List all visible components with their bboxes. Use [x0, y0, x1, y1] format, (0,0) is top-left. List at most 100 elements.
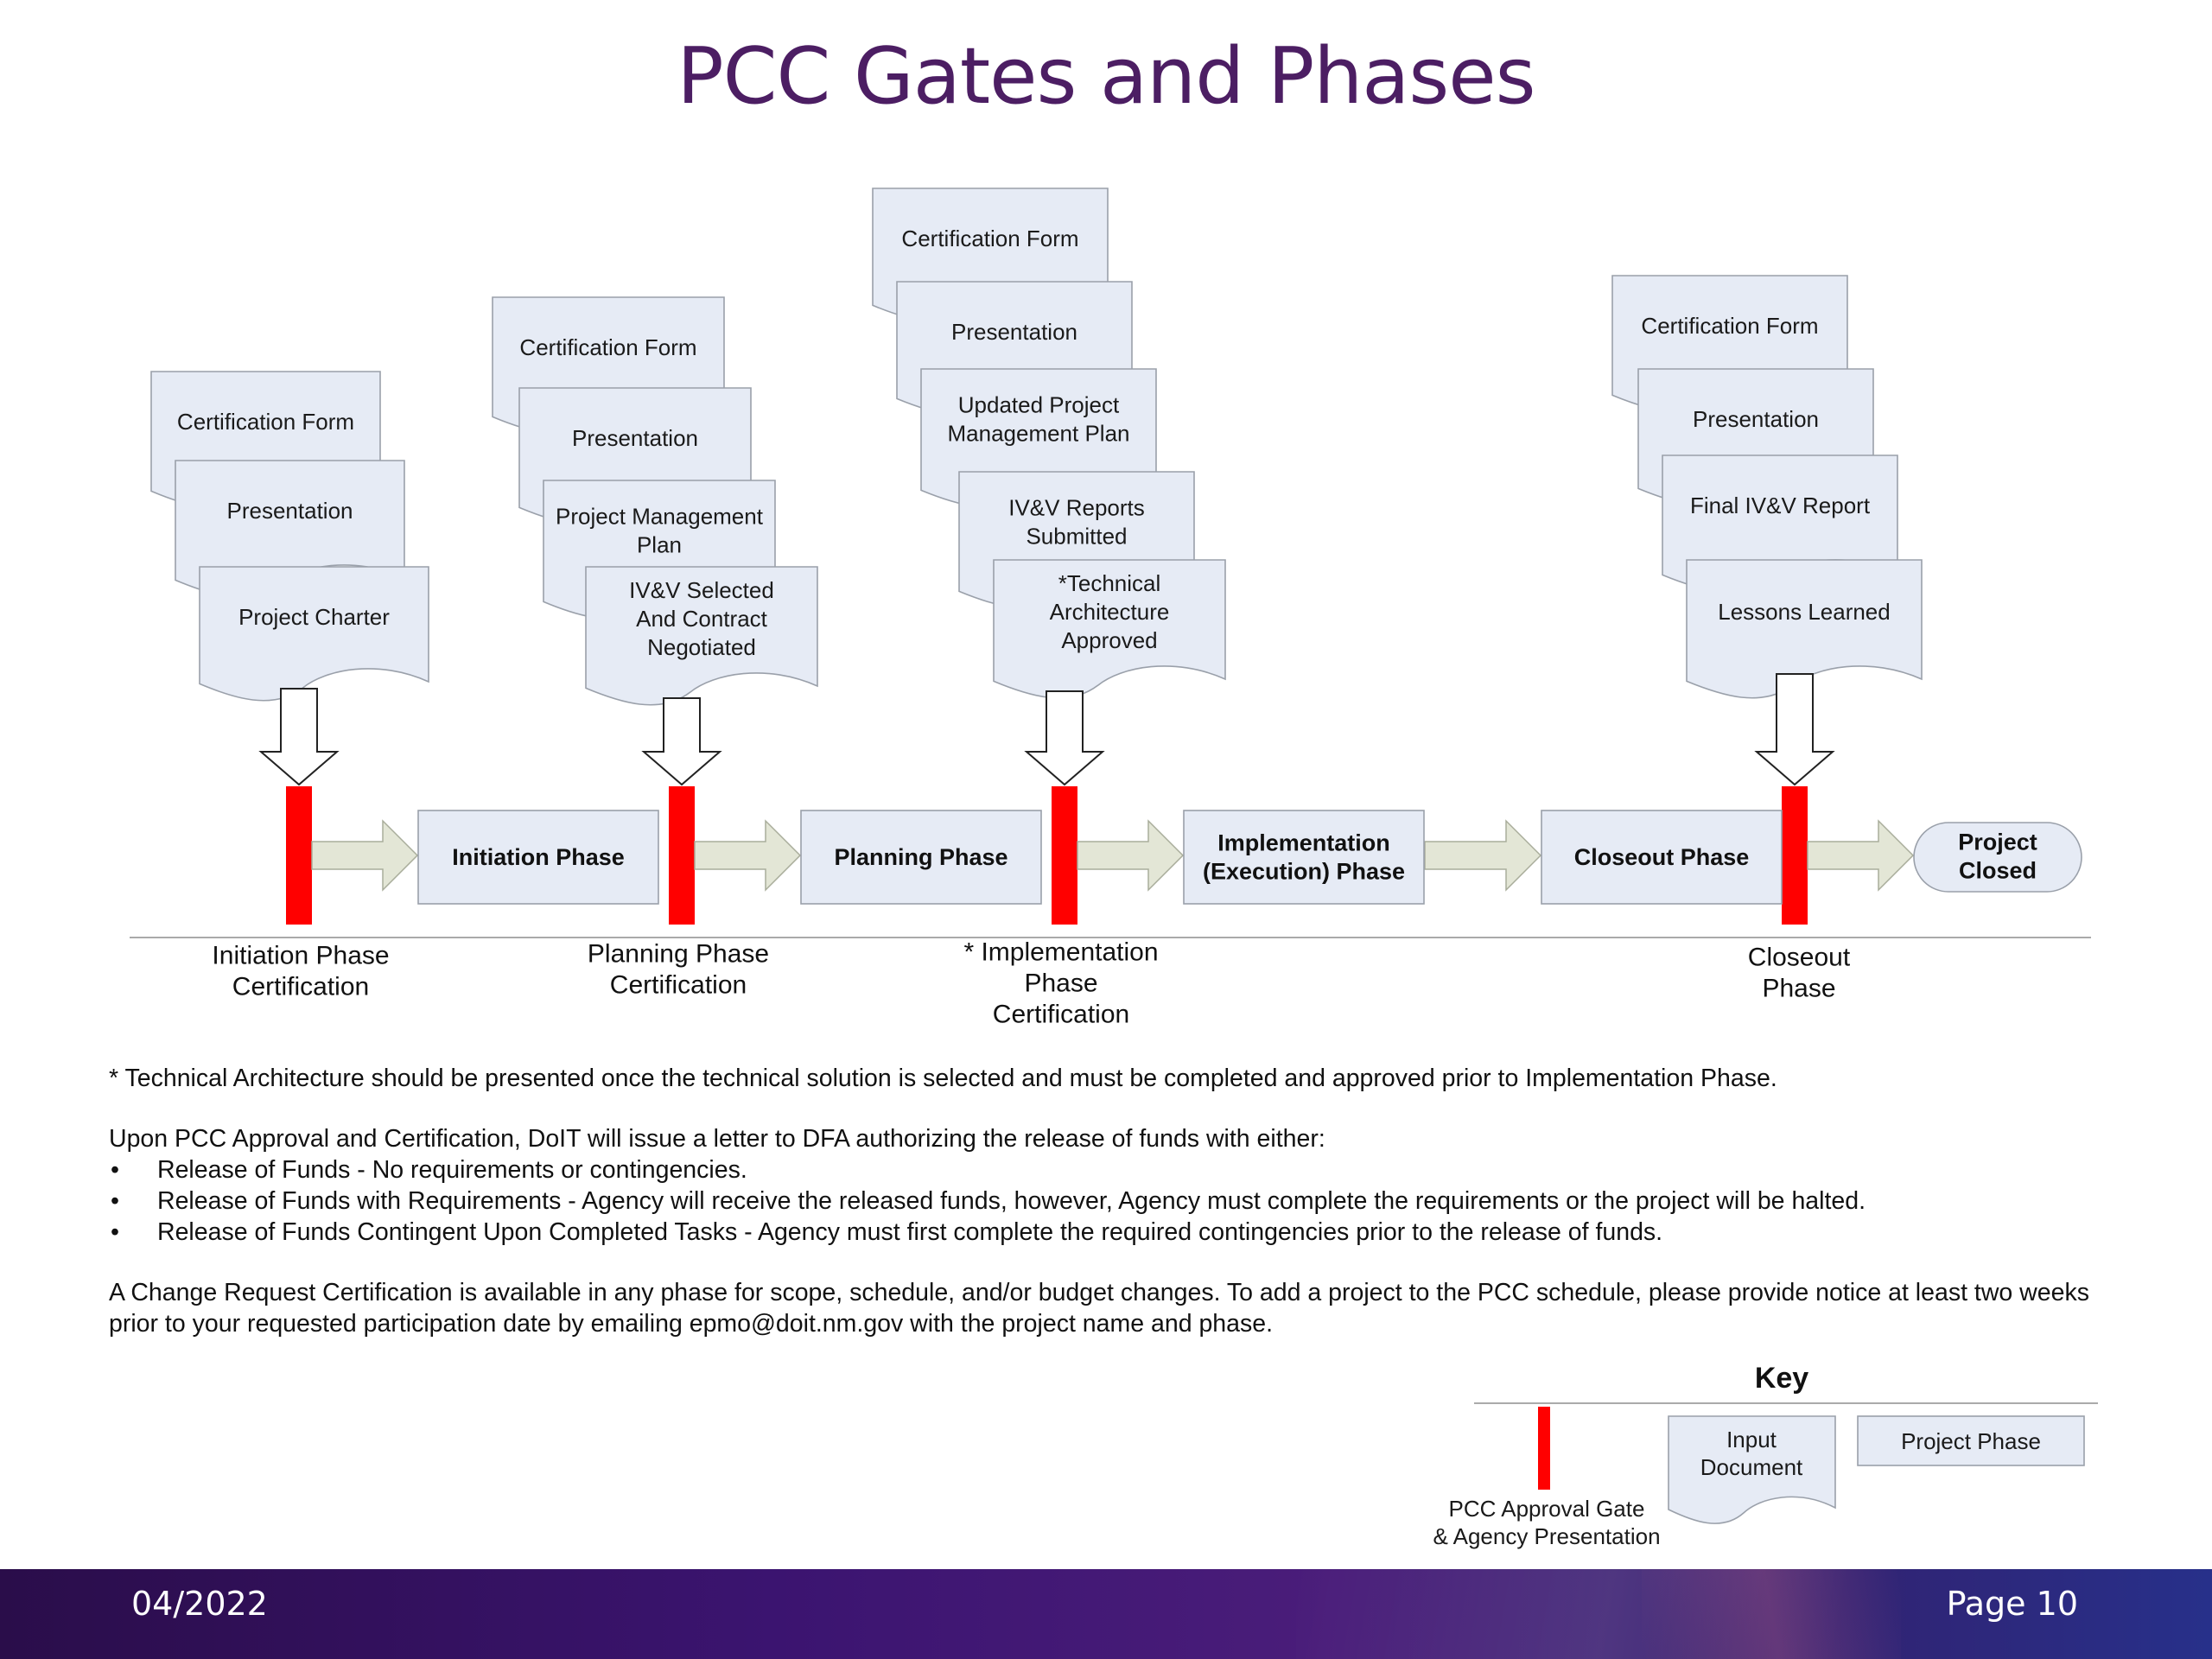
project-phase: Implementation (Execution) Phase	[1183, 810, 1425, 905]
pcc-approval-gate	[669, 786, 695, 925]
footer-bar: 04/2022 Page 10	[0, 1569, 2212, 1659]
project-phase-box	[1183, 810, 1425, 905]
flow-arrow	[1077, 819, 1185, 892]
project-phase-box	[1541, 810, 1783, 905]
key-document-label: Input	[1726, 1427, 1777, 1452]
input-document-label: IV&V Reports	[1008, 495, 1145, 521]
input-document-label: Presentation	[227, 498, 353, 524]
gate-label-line: Phase	[1024, 969, 1097, 998]
pcc-approval-gate	[1782, 786, 1808, 925]
down-arrow	[1754, 673, 1835, 786]
flow-arrow	[1424, 819, 1542, 892]
key-phase-label: Project Phase	[1901, 1428, 2041, 1454]
project-phase-label: Implementation	[1217, 830, 1390, 856]
project-phase-label: Initiation Phase	[452, 844, 625, 870]
input-document-label: Approved	[1061, 627, 1157, 653]
input-document-label: And Contract	[636, 606, 768, 632]
flow-arrow	[1807, 819, 1915, 892]
gate-label-line: Certification	[993, 1001, 1129, 1029]
notes-section: * Technical Architecture should be prese…	[109, 1063, 2131, 1339]
gate-label-line: Initiation Phase	[212, 942, 389, 970]
input-document-label: Project Management	[556, 504, 764, 530]
input-document-label: Certification Form	[1641, 313, 1818, 339]
input-document-shape	[585, 566, 818, 706]
flow-arrow	[694, 819, 802, 892]
input-document: Final IV&V Report	[1662, 454, 1898, 593]
key-title: Key	[1755, 1362, 1808, 1395]
gate-label-line: * Implementation	[963, 938, 1158, 967]
project-phase-label: Closeout Phase	[1574, 844, 1750, 870]
pcc-approval-gate	[1052, 786, 1077, 925]
input-document-label: Presentation	[951, 319, 1077, 345]
flow-arrow	[311, 819, 419, 892]
input-document-label: Project Charter	[238, 604, 390, 630]
project-closed-label: Project	[1958, 830, 2037, 855]
down-arrow	[1024, 690, 1105, 786]
funds-option-item: Release of Funds with Requirements - Age…	[109, 1185, 2131, 1217]
footer-date: 04/2022	[131, 1585, 268, 1623]
project-phase: Planning Phase	[800, 810, 1042, 905]
input-document-label: Lessons Learned	[1718, 599, 1890, 625]
input-document-label: Plan	[637, 532, 682, 558]
change-request-note: A Change Request Certification is availa…	[109, 1279, 2089, 1338]
input-document: Project Charter	[199, 566, 429, 702]
down-arrow	[641, 697, 722, 786]
project-phase-label: Planning Phase	[834, 844, 1007, 870]
gate-label-line: Closeout	[1748, 944, 1851, 972]
input-document-label: Presentation	[1693, 406, 1819, 432]
input-document-shape	[1668, 1415, 1836, 1524]
pcc-approval-gate	[286, 786, 312, 925]
input-document-label: Certification Form	[177, 409, 354, 435]
funds-option-item: Release of Funds Contingent Upon Complet…	[109, 1217, 2131, 1248]
project-closed-label: Closed	[1959, 858, 2037, 884]
gate-label-line: Phase	[1762, 975, 1835, 1003]
project-phase-label: (Execution) Phase	[1203, 859, 1405, 885]
gate-label-line: Planning Phase	[588, 940, 769, 969]
page-title: PCC Gates and Phases	[677, 31, 1535, 122]
gate-label-line: Certification	[610, 971, 747, 1000]
project-phase: Closeout Phase	[1541, 810, 1783, 905]
key-gate-label: PCC Approval Gate	[1449, 1496, 1645, 1522]
input-document-label: Architecture	[1050, 599, 1170, 625]
input-document-shape	[993, 559, 1226, 699]
input-document: Lessons Learned	[1686, 559, 1923, 699]
down-arrow	[258, 688, 340, 786]
input-document-label: Negotiated	[647, 634, 756, 660]
key-gate-label: & Agency Presentation	[1433, 1523, 1660, 1549]
terminator-shape	[1913, 822, 2082, 893]
input-document-label: Final IV&V Report	[1690, 493, 1871, 518]
input-document-label: Updated Project	[958, 392, 1120, 418]
input-document-shape	[199, 566, 429, 702]
key-document-label: Document	[1700, 1454, 1803, 1480]
project-phase-box	[417, 810, 659, 905]
input-document-label: IV&V Selected	[629, 577, 774, 603]
funds-options-list: Release of Funds - No requirements or co…	[109, 1154, 2131, 1248]
input-document-label: Certification Form	[519, 334, 696, 360]
input-document-label: Presentation	[572, 425, 698, 451]
page-number: Page 10	[1946, 1585, 2078, 1623]
input-document-label: *Technical	[1058, 570, 1161, 596]
input-document-label: Submitted	[1026, 524, 1127, 550]
input-document-label: Certification Form	[901, 226, 1078, 251]
input-document-label: Management Plan	[947, 421, 1129, 447]
key-phase-swatch	[1857, 1415, 2085, 1466]
gate-label-line: Certification	[232, 973, 369, 1001]
project-phase: Initiation Phase	[417, 810, 659, 905]
funds-intro: Upon PCC Approval and Certification, DoI…	[109, 1125, 1325, 1153]
project-phase-box	[800, 810, 1042, 905]
